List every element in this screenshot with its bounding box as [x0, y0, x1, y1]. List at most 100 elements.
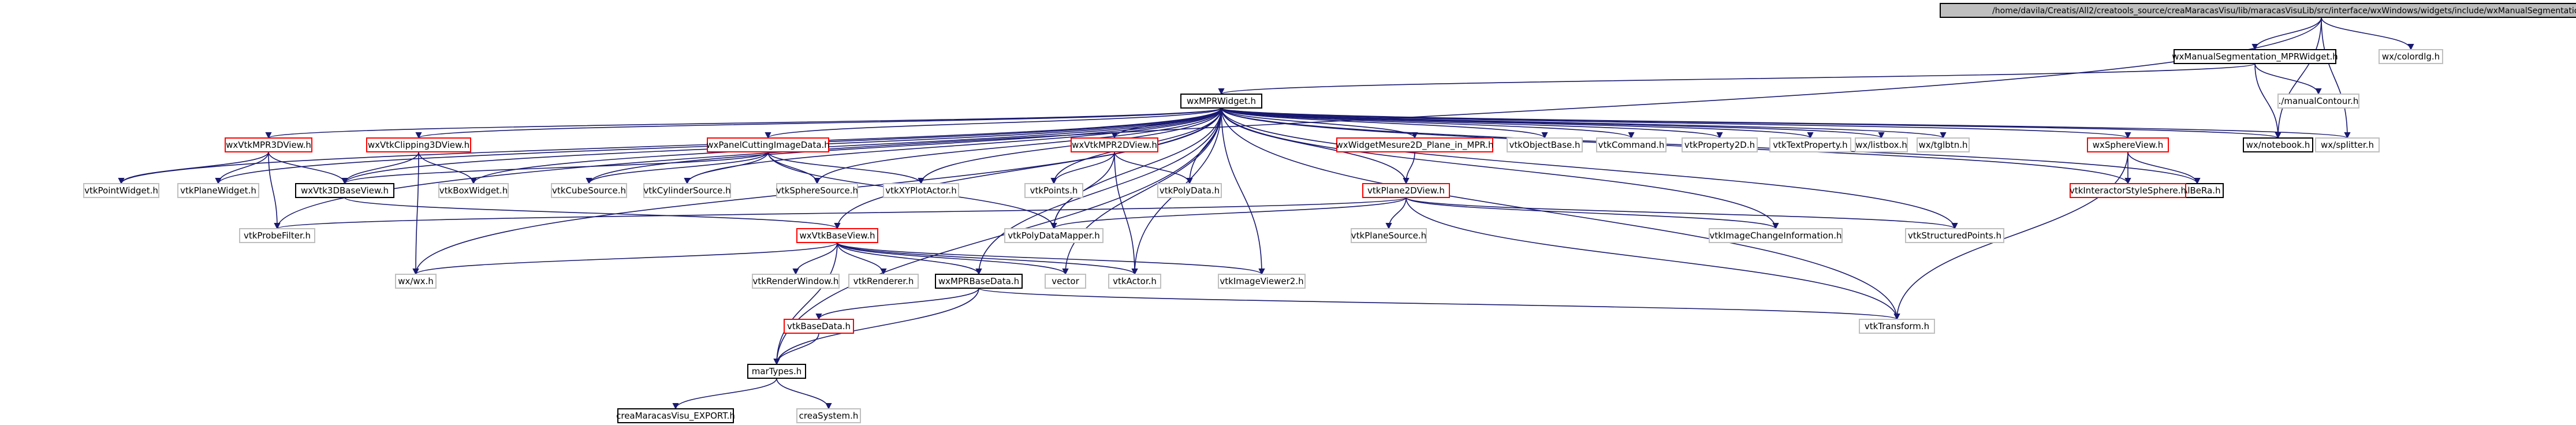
node-pointwidget[interactable]: vtkPointWidget.h — [83, 183, 159, 198]
node-spheresrc[interactable]: vtkSphereSource.h — [776, 183, 858, 198]
node-export[interactable]: creaMaracasVisu_EXPORT.h — [616, 408, 735, 423]
node-wxh[interactable]: wx/wx.h — [395, 274, 437, 289]
node-box — [1180, 94, 1262, 109]
node-sphere[interactable]: wxSphereView.h — [2087, 137, 2169, 152]
node-base3d[interactable]: wxVtk3DBaseView.h — [295, 183, 394, 198]
node-label: vtkTransform.h — [1865, 321, 1929, 331]
node-box — [395, 274, 437, 289]
node-colordlg[interactable]: wx/colordlg.h — [2379, 49, 2443, 64]
node-box — [2315, 137, 2380, 152]
node-box — [796, 228, 878, 243]
node-points[interactable]: vtkPoints.h — [1024, 183, 1083, 198]
node-box — [796, 408, 861, 423]
node-root[interactable]: /home/davila/Creatis/All2/creatools_sour… — [1940, 3, 2576, 18]
node-clip3d[interactable]: wxVtkClipping3DView.h — [366, 137, 471, 152]
node-box — [1024, 183, 1083, 198]
node-box — [848, 274, 919, 289]
node-interstyle[interactable]: vtkInteractorStyleSphere.h — [2070, 183, 2186, 198]
edge-plane2d-to-transform — [1406, 197, 1900, 320]
node-box — [643, 183, 731, 198]
node-box — [1336, 137, 1493, 152]
node-label: wxSphereView.h — [2093, 140, 2163, 150]
node-label: vtkActor.h — [1113, 276, 1157, 286]
node-box — [2277, 94, 2359, 109]
node-pdmapper[interactable]: vtkPolyDataMapper.h — [1004, 228, 1104, 243]
edge-mseg-to-notebook — [2254, 63, 2282, 139]
node-label: wxVtkMPR2DView.h — [1072, 140, 1157, 150]
edge-mpr-to-viewer2 — [1221, 107, 1265, 275]
edge-mpr2d-to-points — [1050, 151, 1115, 185]
node-mseg[interactable]: wxManualSegmentation_MPRWidget.h — [2172, 49, 2338, 64]
edges-layer — [118, 17, 2414, 410]
edge-martypes-to-export — [672, 378, 777, 410]
node-viewer2[interactable]: vtkImageViewer2.h — [1218, 274, 1306, 289]
node-panelcut[interactable]: wxPanelCuttingImageData.h — [706, 137, 830, 152]
node-renderer[interactable]: vtkRenderer.h — [848, 274, 919, 289]
node-tglbtn[interactable]: wx/tglbtn.h — [1917, 137, 1970, 152]
node-transform[interactable]: vtkTransform.h — [1859, 319, 1935, 334]
node-box — [617, 408, 734, 423]
edge-mpr-to-prop2d — [1221, 107, 1723, 139]
edge-plane2d-to-pdmapper — [1050, 197, 1407, 230]
node-label: vtkRenderer.h — [853, 276, 914, 286]
node-mpr[interactable]: wxMPRWidget.h — [1180, 94, 1262, 109]
node-plane2d[interactable]: vtkPlane2DView.h — [1362, 183, 1450, 198]
node-prop2d[interactable]: vtkProperty2D.h — [1682, 137, 1758, 152]
node-notebook[interactable]: wx/notebook.h — [2243, 137, 2313, 152]
node-objbase[interactable]: vtkObjectBase.h — [1507, 137, 1583, 152]
node-mprbase[interactable]: wxMPRBaseData.h — [935, 274, 1023, 289]
node-planesrc[interactable]: vtkPlaneSource.h — [1351, 228, 1427, 243]
node-label: /home/davila/Creatis/All2/creatools_sour… — [1992, 6, 2576, 16]
node-manual[interactable]: ./manualContour.h — [2277, 94, 2359, 109]
node-box — [2379, 49, 2443, 64]
edge-mpr-to-splitter — [1221, 107, 2350, 139]
node-box — [239, 228, 315, 243]
node-probe[interactable]: vtkProbeFilter.h — [239, 228, 315, 243]
node-mpr2d[interactable]: wxVtkMPR2DView.h — [1071, 137, 1158, 152]
edge-panelcut-to-cylsrc — [684, 151, 769, 185]
edge-mseg-to-mpr — [1218, 63, 2256, 95]
node-label: wx/splitter.h — [2321, 140, 2374, 150]
node-textprop[interactable]: vtkTextProperty.h — [1769, 137, 1851, 152]
node-polydata[interactable]: vtkPolyData.h — [1157, 183, 1222, 198]
node-actor[interactable]: vtkActor.h — [1108, 274, 1161, 289]
node-martypes[interactable]: marTypes.h — [747, 364, 806, 379]
node-creasystem[interactable]: creaSystem.h — [796, 408, 861, 423]
node-imgchange[interactable]: vtkImageChangeInformation.h — [1709, 228, 1843, 243]
node-label: vtkRenderWindow.h — [753, 276, 839, 286]
node-basedata[interactable]: vtkBaseData.h — [784, 319, 854, 334]
node-planewidget[interactable]: vtkPlaneWidget.h — [177, 183, 259, 198]
node-label: creaSystem.h — [799, 411, 859, 421]
node-basevtk[interactable]: wxVtkBaseView.h — [796, 228, 878, 243]
edge-mpr3d-to-planewidget — [215, 151, 269, 185]
node-structpts[interactable]: vtkStructuredPoints.h — [1905, 228, 2004, 243]
edge-mpr-to-imgchange — [1221, 107, 1779, 230]
edge-panelcut-to-cubesrc — [586, 151, 769, 185]
node-splitter[interactable]: wx/splitter.h — [2315, 137, 2380, 152]
node-label: vtkInteractorStyleSphere.h — [2070, 185, 2186, 196]
node-label: wx/wx.h — [398, 276, 434, 286]
node-box — [1507, 137, 1583, 152]
edge-clip3d-to-wxh — [412, 151, 419, 275]
node-xyplot[interactable]: vtkXYPlotActor.h — [883, 183, 959, 198]
node-label: vtkPointWidget.h — [84, 185, 158, 196]
node-mpr3d[interactable]: wxVtkMPR3DView.h — [225, 137, 312, 152]
edge-mpr-to-martypes — [773, 107, 1222, 366]
node-listbox[interactable]: wx/listbox.h — [1855, 137, 1908, 152]
node-command[interactable]: vtkCommand.h — [1596, 137, 1667, 152]
node-cylsrc[interactable]: vtkCylinderSource.h — [643, 183, 731, 198]
node-box — [1709, 228, 1843, 243]
node-cubesrc[interactable]: vtkCubeSource.h — [551, 183, 627, 198]
node-vector[interactable]: vector — [1045, 274, 1086, 289]
node-mesure[interactable]: wxWidgetMesure2D_Plane_in_MPR.h — [1336, 137, 1494, 152]
node-renwin[interactable]: vtkRenderWindow.h — [752, 274, 840, 289]
edge-mpr-to-panelcut — [765, 107, 1222, 139]
edge-base3d-to-basevtk — [344, 197, 841, 230]
node-label: vtkImageViewer2.h — [1220, 276, 1303, 286]
node-boxwidget[interactable]: vtkBoxWidget.h — [438, 183, 509, 198]
edge-mpr-to-basevtk — [834, 107, 1222, 230]
edge-basevtk-to-vector — [837, 242, 1069, 275]
node-box — [2087, 137, 2169, 152]
node-box — [295, 183, 394, 198]
node-label: vtkCommand.h — [1598, 140, 1665, 150]
